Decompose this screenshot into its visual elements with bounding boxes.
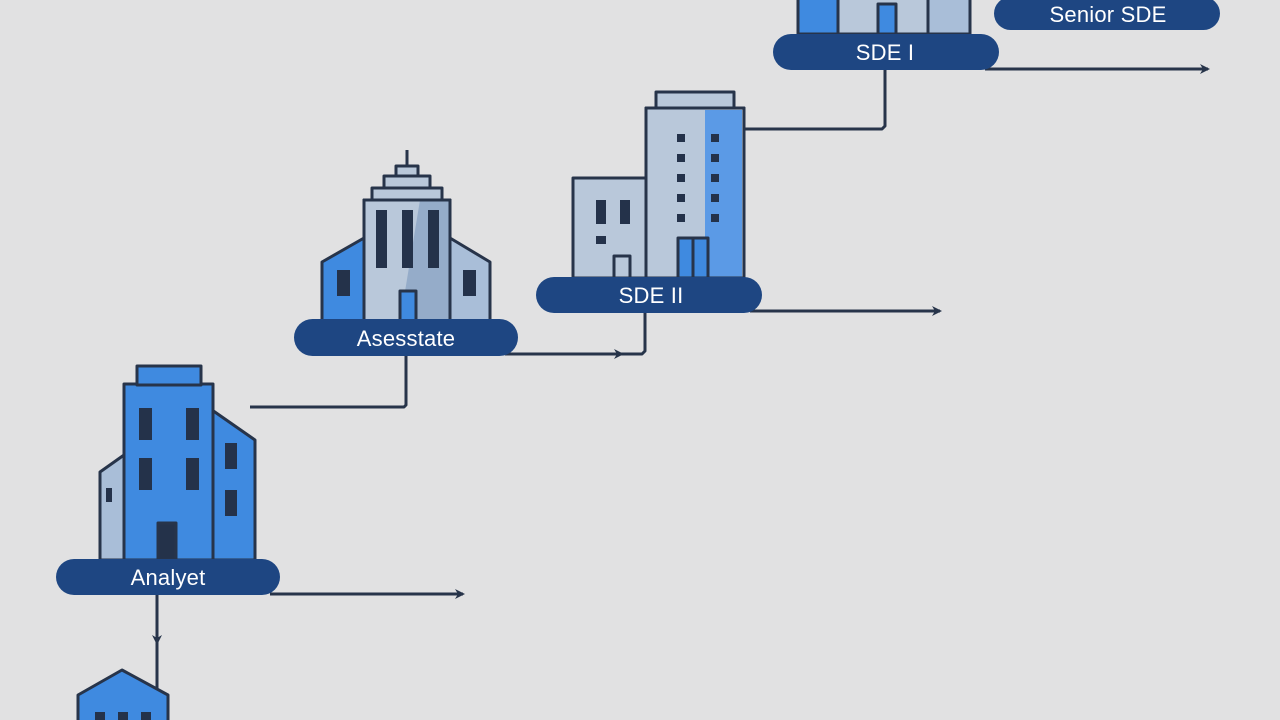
- building-icon: [98, 364, 257, 562]
- label-associate: Asesstate: [294, 319, 518, 356]
- label-sde2-text: SDE II: [619, 283, 684, 308]
- label-senior-sde: Senior SDE: [994, 0, 1220, 30]
- label-sde2: SDE II: [536, 277, 762, 313]
- connector-sde2-to-sde1: [745, 70, 887, 131]
- connector-analyst-to-associate: [250, 355, 408, 409]
- building-icon: [796, 0, 972, 36]
- connector-associate-to-sde2: [510, 312, 647, 356]
- building-icon: [76, 668, 170, 720]
- arrows: [152, 64, 1210, 697]
- label-senior-sde-text: Senior SDE: [1050, 2, 1167, 27]
- label-sde1: SDE I: [773, 34, 999, 70]
- label-analyst-text: Analyet: [131, 565, 206, 590]
- label-sde1-text: SDE I: [856, 40, 914, 65]
- building-icon: [571, 90, 746, 280]
- building-icon: [320, 150, 492, 324]
- label-associate-text: Asesstate: [357, 326, 455, 351]
- connectors: [250, 70, 887, 409]
- label-analyst: Analyet: [56, 559, 280, 595]
